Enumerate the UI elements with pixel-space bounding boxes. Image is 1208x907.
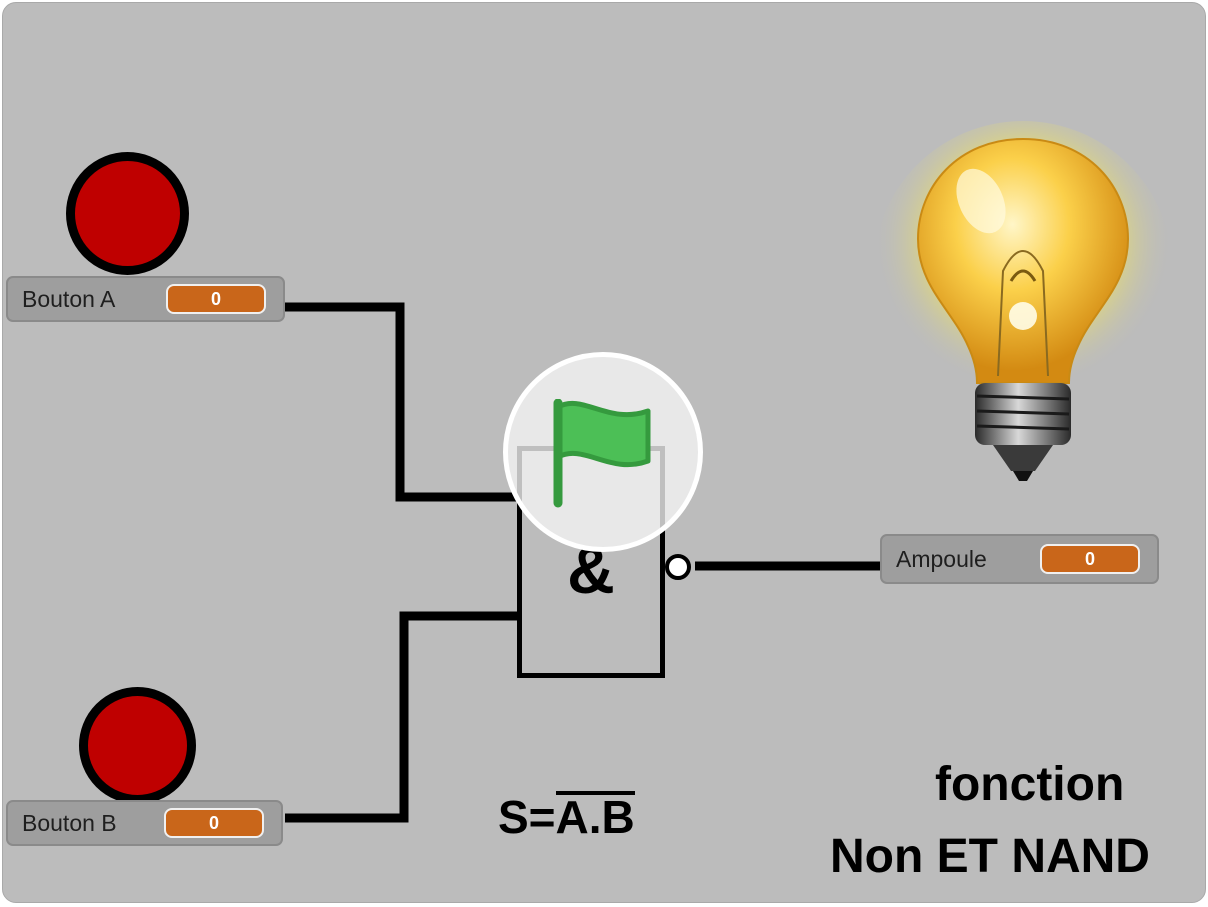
bouton-a-monitor: Bouton A 0 [6, 276, 285, 322]
nand-formula: S=A.B [498, 791, 635, 842]
bouton-b-value: 0 [164, 808, 264, 838]
bouton-a-label: Bouton A [22, 285, 116, 312]
caption-line-2: Non ET NAND [830, 830, 1150, 883]
green-flag-icon [553, 399, 651, 508]
light-bulb-icon [873, 121, 1173, 481]
wire-b [285, 611, 521, 823]
circuit-wires [285, 302, 881, 823]
wire-a [285, 302, 521, 502]
bouton-b-monitor: Bouton B 0 [6, 800, 283, 846]
formula-negated: A.B [555, 791, 635, 843]
inverter-bubble [665, 554, 691, 580]
formula-prefix: S= [498, 791, 556, 843]
ampoule-monitor: Ampoule 0 [880, 534, 1159, 584]
bouton-b-button[interactable] [79, 687, 196, 804]
green-flag-button[interactable] [503, 352, 703, 552]
ampoule-value: 0 [1040, 544, 1140, 574]
caption-line-1: fonction [935, 758, 1125, 811]
bouton-b-label: Bouton B [22, 809, 117, 836]
bouton-a-button[interactable] [66, 152, 189, 275]
ampoule-label: Ampoule [896, 545, 987, 572]
bouton-a-value: 0 [166, 284, 266, 314]
